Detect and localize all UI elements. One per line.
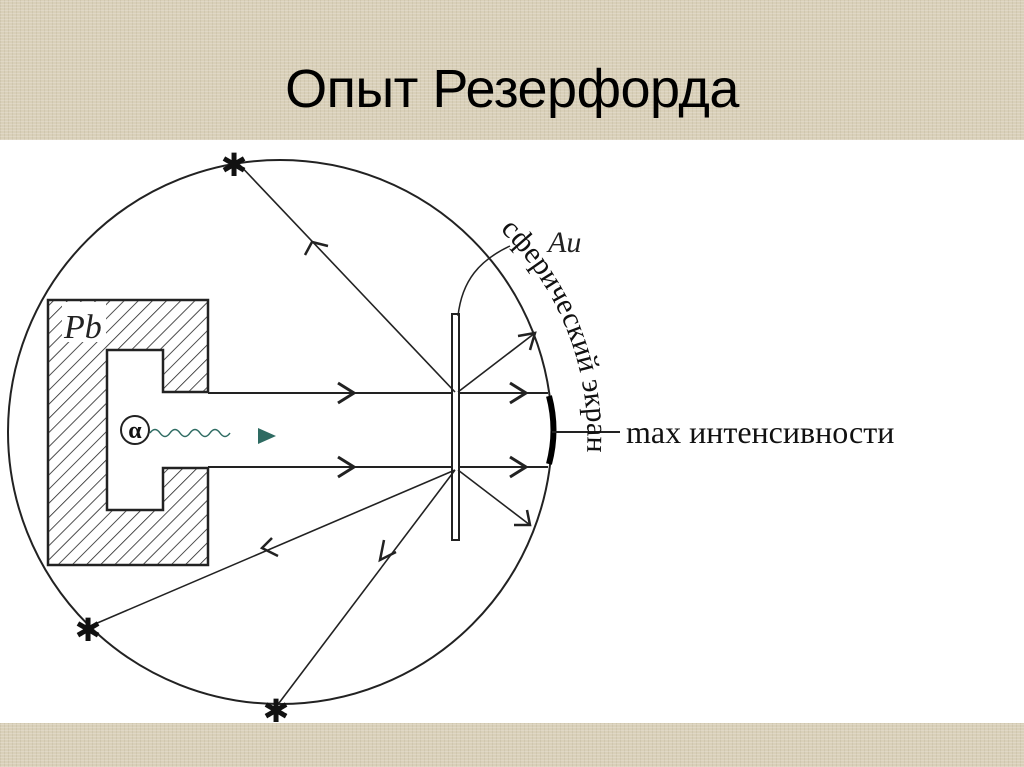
- lead-block-label: Pb: [63, 309, 102, 346]
- alpha-beam: [208, 381, 548, 479]
- scintillation-icon: ✱: [75, 612, 102, 648]
- max-intensity-mark: max интенсивности: [546, 395, 894, 465]
- alpha-arrow-icon: [258, 428, 276, 444]
- title-banner: [0, 0, 1024, 140]
- scintillation-icon: ✱: [221, 147, 248, 183]
- scintillation-icon: ✱: [263, 693, 290, 723]
- alpha-wave-icon: [149, 428, 231, 438]
- rutherford-diagram: Pb α Au: [0, 140, 1024, 729]
- gold-foil-leader: [457, 245, 511, 317]
- gold-foil: Au: [451, 226, 581, 541]
- gold-foil-label: Au: [546, 226, 581, 259]
- deflected-rays: [457, 331, 537, 527]
- lead-block: Pb: [46, 298, 210, 567]
- slide-title: Опыт Резерфорда: [285, 59, 739, 119]
- alpha-source: α: [120, 415, 276, 445]
- max-intensity-label: max интенсивности: [626, 414, 894, 450]
- footer-banner: [0, 723, 1024, 767]
- backscattered-rays: [87, 159, 456, 708]
- alpha-label: α: [128, 418, 142, 444]
